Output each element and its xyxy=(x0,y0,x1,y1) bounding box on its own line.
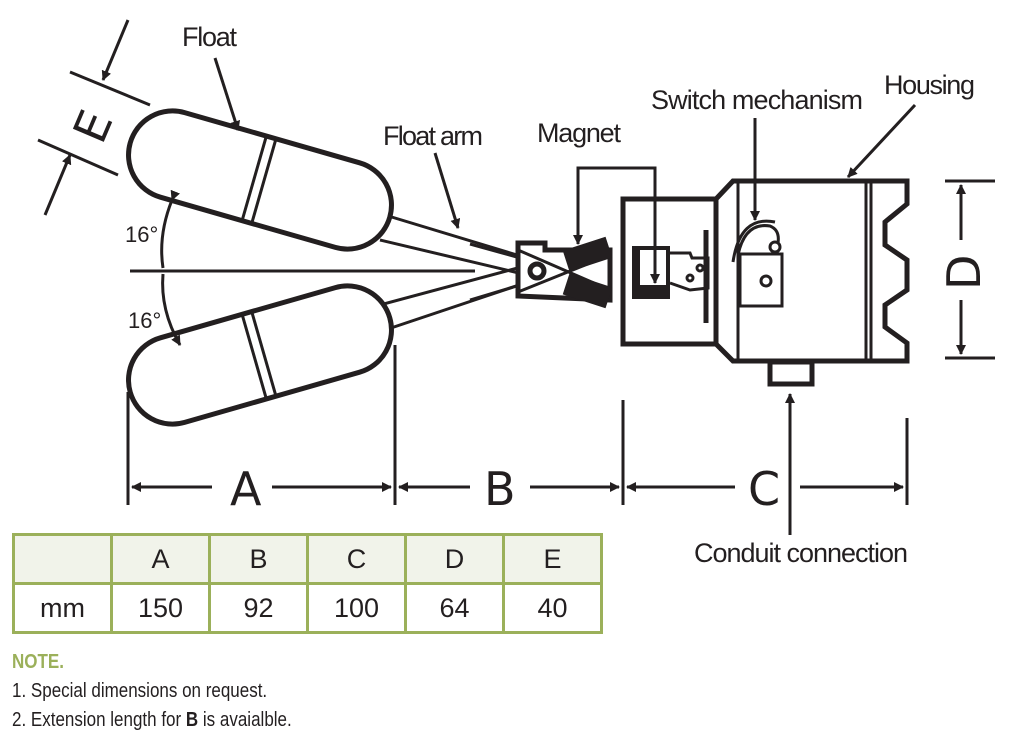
label-magnet: Magnet xyxy=(537,118,621,148)
note-title: NOTE. xyxy=(12,651,64,673)
magnet-blocks xyxy=(562,236,613,309)
table-header-cell: C xyxy=(306,533,407,585)
table-header-cell: D xyxy=(404,533,505,585)
note-item-2: 2. Extension length for B is avaialble. xyxy=(12,706,292,735)
label-housing: Housing xyxy=(884,70,975,100)
angle-arc-bottom xyxy=(161,273,182,346)
angle-label-top: 16° xyxy=(125,222,158,247)
note-item-2-suffix: is avaialble. xyxy=(198,709,292,731)
conduit-connection xyxy=(767,359,815,387)
note-item-2-bold: B xyxy=(185,709,199,731)
table-cell: 64 xyxy=(404,582,505,634)
angle-arc-top xyxy=(160,189,180,269)
table-cell: 150 xyxy=(110,582,211,634)
table-header-cell: A xyxy=(110,533,211,585)
table-header-row: A B C D E xyxy=(12,533,603,585)
dimension-label-e: E xyxy=(62,102,123,150)
housing xyxy=(713,178,910,387)
table-header-cell: E xyxy=(502,533,603,585)
table-row: mm 150 92 100 64 40 xyxy=(12,582,603,634)
table-cell: 40 xyxy=(502,582,603,634)
dimension-label-a: A xyxy=(230,462,262,516)
callout-leaders xyxy=(213,57,917,535)
table-cell: 92 xyxy=(208,582,309,634)
table-header-cell xyxy=(12,533,113,585)
table-cell: mm xyxy=(12,582,113,634)
note-item-1: 1. Special dimensions on request. xyxy=(12,680,268,702)
label-float-arm: Float arm xyxy=(383,121,483,151)
label-conduit-connection: Conduit connection xyxy=(694,538,908,568)
table-cell: 100 xyxy=(306,582,407,634)
label-switch-mechanism: Switch mechanism xyxy=(651,85,863,115)
dimension-label-d: D xyxy=(937,255,991,290)
float-upper xyxy=(126,108,394,252)
dimensions-table: A B C D E mm 150 92 100 64 40 xyxy=(12,533,603,634)
dimension-label-c: C xyxy=(748,462,780,516)
switch-body xyxy=(620,196,719,347)
table-header-cell: B xyxy=(208,533,309,585)
dimension-label-b: B xyxy=(484,462,516,516)
dimension-lines xyxy=(37,19,995,505)
angle-label-bottom: 16° xyxy=(128,308,161,333)
label-float: Float xyxy=(182,22,237,52)
notes: NOTE. 1. Special dimensions on request. … xyxy=(12,648,341,735)
float-lower xyxy=(126,283,394,427)
note-item-2-prefix: 2. Extension length for xyxy=(12,709,186,731)
